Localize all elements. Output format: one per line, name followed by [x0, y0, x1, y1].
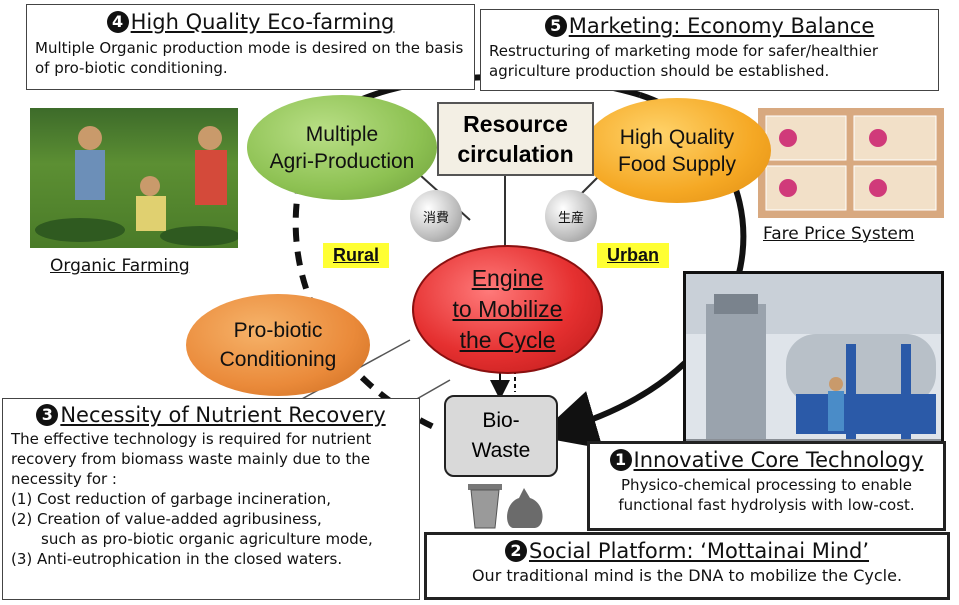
fare-price-photo	[758, 108, 944, 218]
fare-price-caption: Fare Price System	[763, 224, 915, 244]
number-badge: 5	[544, 15, 567, 37]
consumption-node: 消費	[410, 190, 462, 242]
organic-farming-photo	[30, 108, 238, 248]
nutrient-item-3: (3) Anti-eutrophication in the closed wa…	[11, 550, 343, 568]
number-badge: 4	[106, 11, 129, 33]
nutrient-item-2-cont: such as pro-biotic organic agriculture m…	[41, 530, 373, 548]
number-badge: 3	[36, 404, 59, 426]
rural-tag: Rural	[323, 243, 390, 268]
nutrient-item-2: (2) Creation of value-added agribusiness…	[11, 510, 322, 528]
core-technology-text: Physico-chemical processing to enable fu…	[618, 476, 915, 514]
bio-waste-box: Bio-Waste	[444, 395, 558, 477]
social-platform-text: Our traditional mind is the DNA to mobil…	[471, 566, 903, 585]
number-badge: 2	[504, 540, 527, 562]
trash-bin-icon	[468, 484, 543, 529]
nutrient-item-1: (1) Cost reduction of garbage incinerati…	[11, 490, 331, 508]
nutrient-recovery-intro: The effective technology is required for…	[11, 430, 372, 488]
processing-plant-photo	[683, 271, 944, 454]
marketing-text: Restructuring of marketing mode for safe…	[489, 42, 879, 80]
organic-farming-caption: Organic Farming	[50, 256, 190, 276]
number-badge: 1	[609, 449, 632, 471]
eco-farming-text: Multiple Organic production mode is desi…	[35, 39, 464, 77]
production-node: 生産	[545, 190, 597, 242]
urban-tag: Urban	[597, 243, 670, 268]
